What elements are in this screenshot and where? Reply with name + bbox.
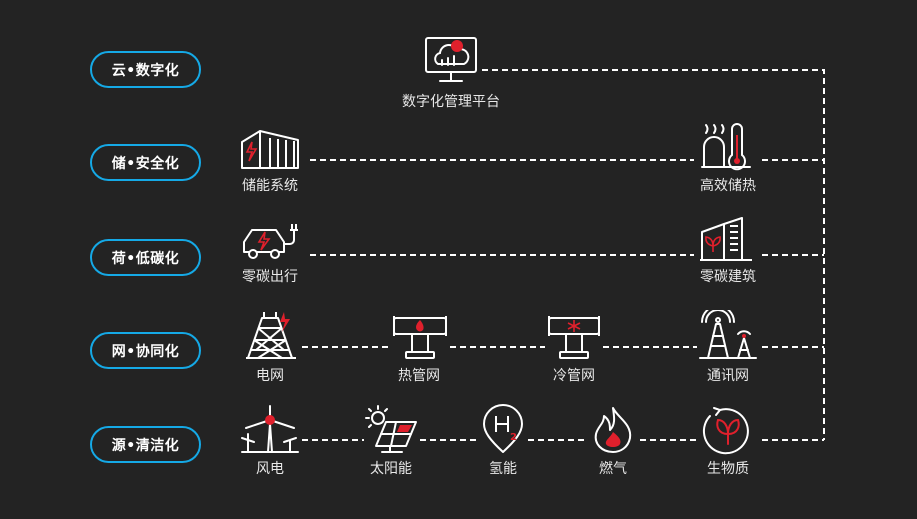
node-label-solar: 太阳能 <box>370 461 412 477</box>
category-cloud: 云•数字化 <box>90 51 201 88</box>
node-label-comm-network: 通讯网 <box>707 368 749 384</box>
wind-turbine-icon <box>241 405 299 453</box>
node-label-cold-pipe: 冷管网 <box>553 368 595 384</box>
biomass-leaf-icon <box>702 407 749 455</box>
power-tower-icon <box>246 312 296 359</box>
flame-icon <box>594 407 632 453</box>
node-label-wind-power: 风电 <box>256 461 284 477</box>
node-label-hydrogen: 氢能 <box>489 461 517 477</box>
category-load: 荷•低碳化 <box>90 239 201 276</box>
node-label-energy-storage: 储能系统 <box>242 178 298 194</box>
node-label-heat-storage: 高效储热 <box>700 178 756 194</box>
node-label-heat-pipe: 热管网 <box>398 368 440 384</box>
thermometer-tank-icon <box>701 123 751 171</box>
svg-text:2: 2 <box>510 432 517 443</box>
cold-pipe-icon <box>548 316 600 359</box>
solar-panel-icon <box>365 405 417 453</box>
signal-tower-icon <box>699 310 757 359</box>
heat-pipe-icon <box>393 316 447 359</box>
node-label-digital-platform: 数字化管理平台 <box>402 94 500 110</box>
node-label-power-grid: 电网 <box>256 368 284 384</box>
node-label-zero-carbon-travel: 零碳出行 <box>242 269 298 285</box>
node-label-zero-carbon-building: 零碳建筑 <box>700 269 756 285</box>
category-grid: 网•协同化 <box>90 332 201 369</box>
node-label-gas: 燃气 <box>599 461 627 477</box>
hydrogen-drop-icon: 2 <box>483 404 523 453</box>
node-label-biomass: 生物质 <box>707 461 749 477</box>
category-storage: 储•安全化 <box>90 144 201 181</box>
green-building-icon <box>700 217 752 261</box>
battery-warehouse-icon <box>241 130 299 169</box>
connector-cloud <box>482 69 825 440</box>
cloud-monitor-icon <box>425 37 477 82</box>
electric-car-icon <box>243 224 298 259</box>
category-source: 源•清洁化 <box>90 426 201 463</box>
